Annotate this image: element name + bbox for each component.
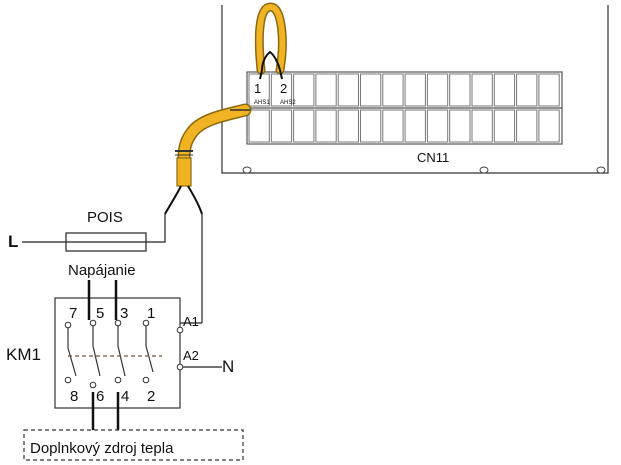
terminal-1-label: 1 xyxy=(254,81,261,96)
aux-source-box xyxy=(23,429,244,461)
terminal-cell xyxy=(337,73,360,107)
terminal-cells xyxy=(248,73,560,143)
terminal-cell xyxy=(471,73,493,107)
terminal-cell xyxy=(404,73,426,107)
terminal-2-label: 2 xyxy=(280,81,287,96)
supply-label: Napájanie xyxy=(68,262,136,279)
contactor-label: KM1 xyxy=(6,345,41,364)
terminal-cell xyxy=(293,73,315,107)
terminal-cell xyxy=(471,109,493,143)
coil-a2-label: A2 xyxy=(183,348,199,363)
terminal-cell xyxy=(516,109,538,143)
neutral-label: N xyxy=(222,357,234,376)
terminal-cell xyxy=(293,109,315,143)
aux-source-label: Doplnkový zdroj tepla xyxy=(30,440,174,457)
contact-1: 1 xyxy=(147,305,155,322)
board-label: CN11 xyxy=(417,150,449,165)
terminal-cell xyxy=(337,109,360,143)
contact-4: 4 xyxy=(121,388,129,405)
terminal-cell xyxy=(426,109,449,143)
cable xyxy=(175,2,287,187)
contact-3: 3 xyxy=(120,305,128,322)
contact-5: 5 xyxy=(96,305,104,322)
cable-wires xyxy=(164,50,283,215)
contact-6: 6 xyxy=(96,388,104,405)
fuse xyxy=(22,232,147,252)
terminal-cell xyxy=(382,73,404,107)
board-mounting-screws xyxy=(242,166,606,174)
terminal-cell xyxy=(248,109,270,143)
terminal-cell xyxy=(516,73,538,107)
terminal-cell xyxy=(538,109,560,143)
supply-wires xyxy=(146,214,222,368)
terminal-cell xyxy=(360,73,382,107)
terminal-cell xyxy=(449,73,471,107)
terminal-2-sublabel: AHS2 xyxy=(280,100,296,106)
contact-switches xyxy=(67,326,154,377)
contactor-leads xyxy=(87,280,120,430)
terminal-cell xyxy=(382,109,404,143)
contact-terminals xyxy=(64,319,150,389)
terminal-cell xyxy=(315,109,337,143)
coil-a2-terminal xyxy=(176,363,184,371)
contact-2: 2 xyxy=(147,388,155,405)
terminal-cell xyxy=(538,73,560,107)
terminal-cell xyxy=(315,73,337,107)
terminal-cell xyxy=(493,109,516,143)
coil-a1-label: A1 xyxy=(183,314,199,329)
coil-a1-terminal xyxy=(176,326,184,334)
contact-7: 7 xyxy=(69,305,77,322)
terminal-cell xyxy=(404,109,426,143)
terminal-cell xyxy=(360,109,382,143)
fuse-label: POIS xyxy=(87,209,123,226)
line-label: L xyxy=(8,232,18,251)
contact-8: 8 xyxy=(70,388,78,405)
terminal-cell xyxy=(426,73,449,107)
terminal-cell xyxy=(449,109,471,143)
terminal-1-sublabel: AHS1 xyxy=(254,100,270,106)
terminal-cell xyxy=(270,109,293,143)
terminal-cell xyxy=(493,73,516,107)
